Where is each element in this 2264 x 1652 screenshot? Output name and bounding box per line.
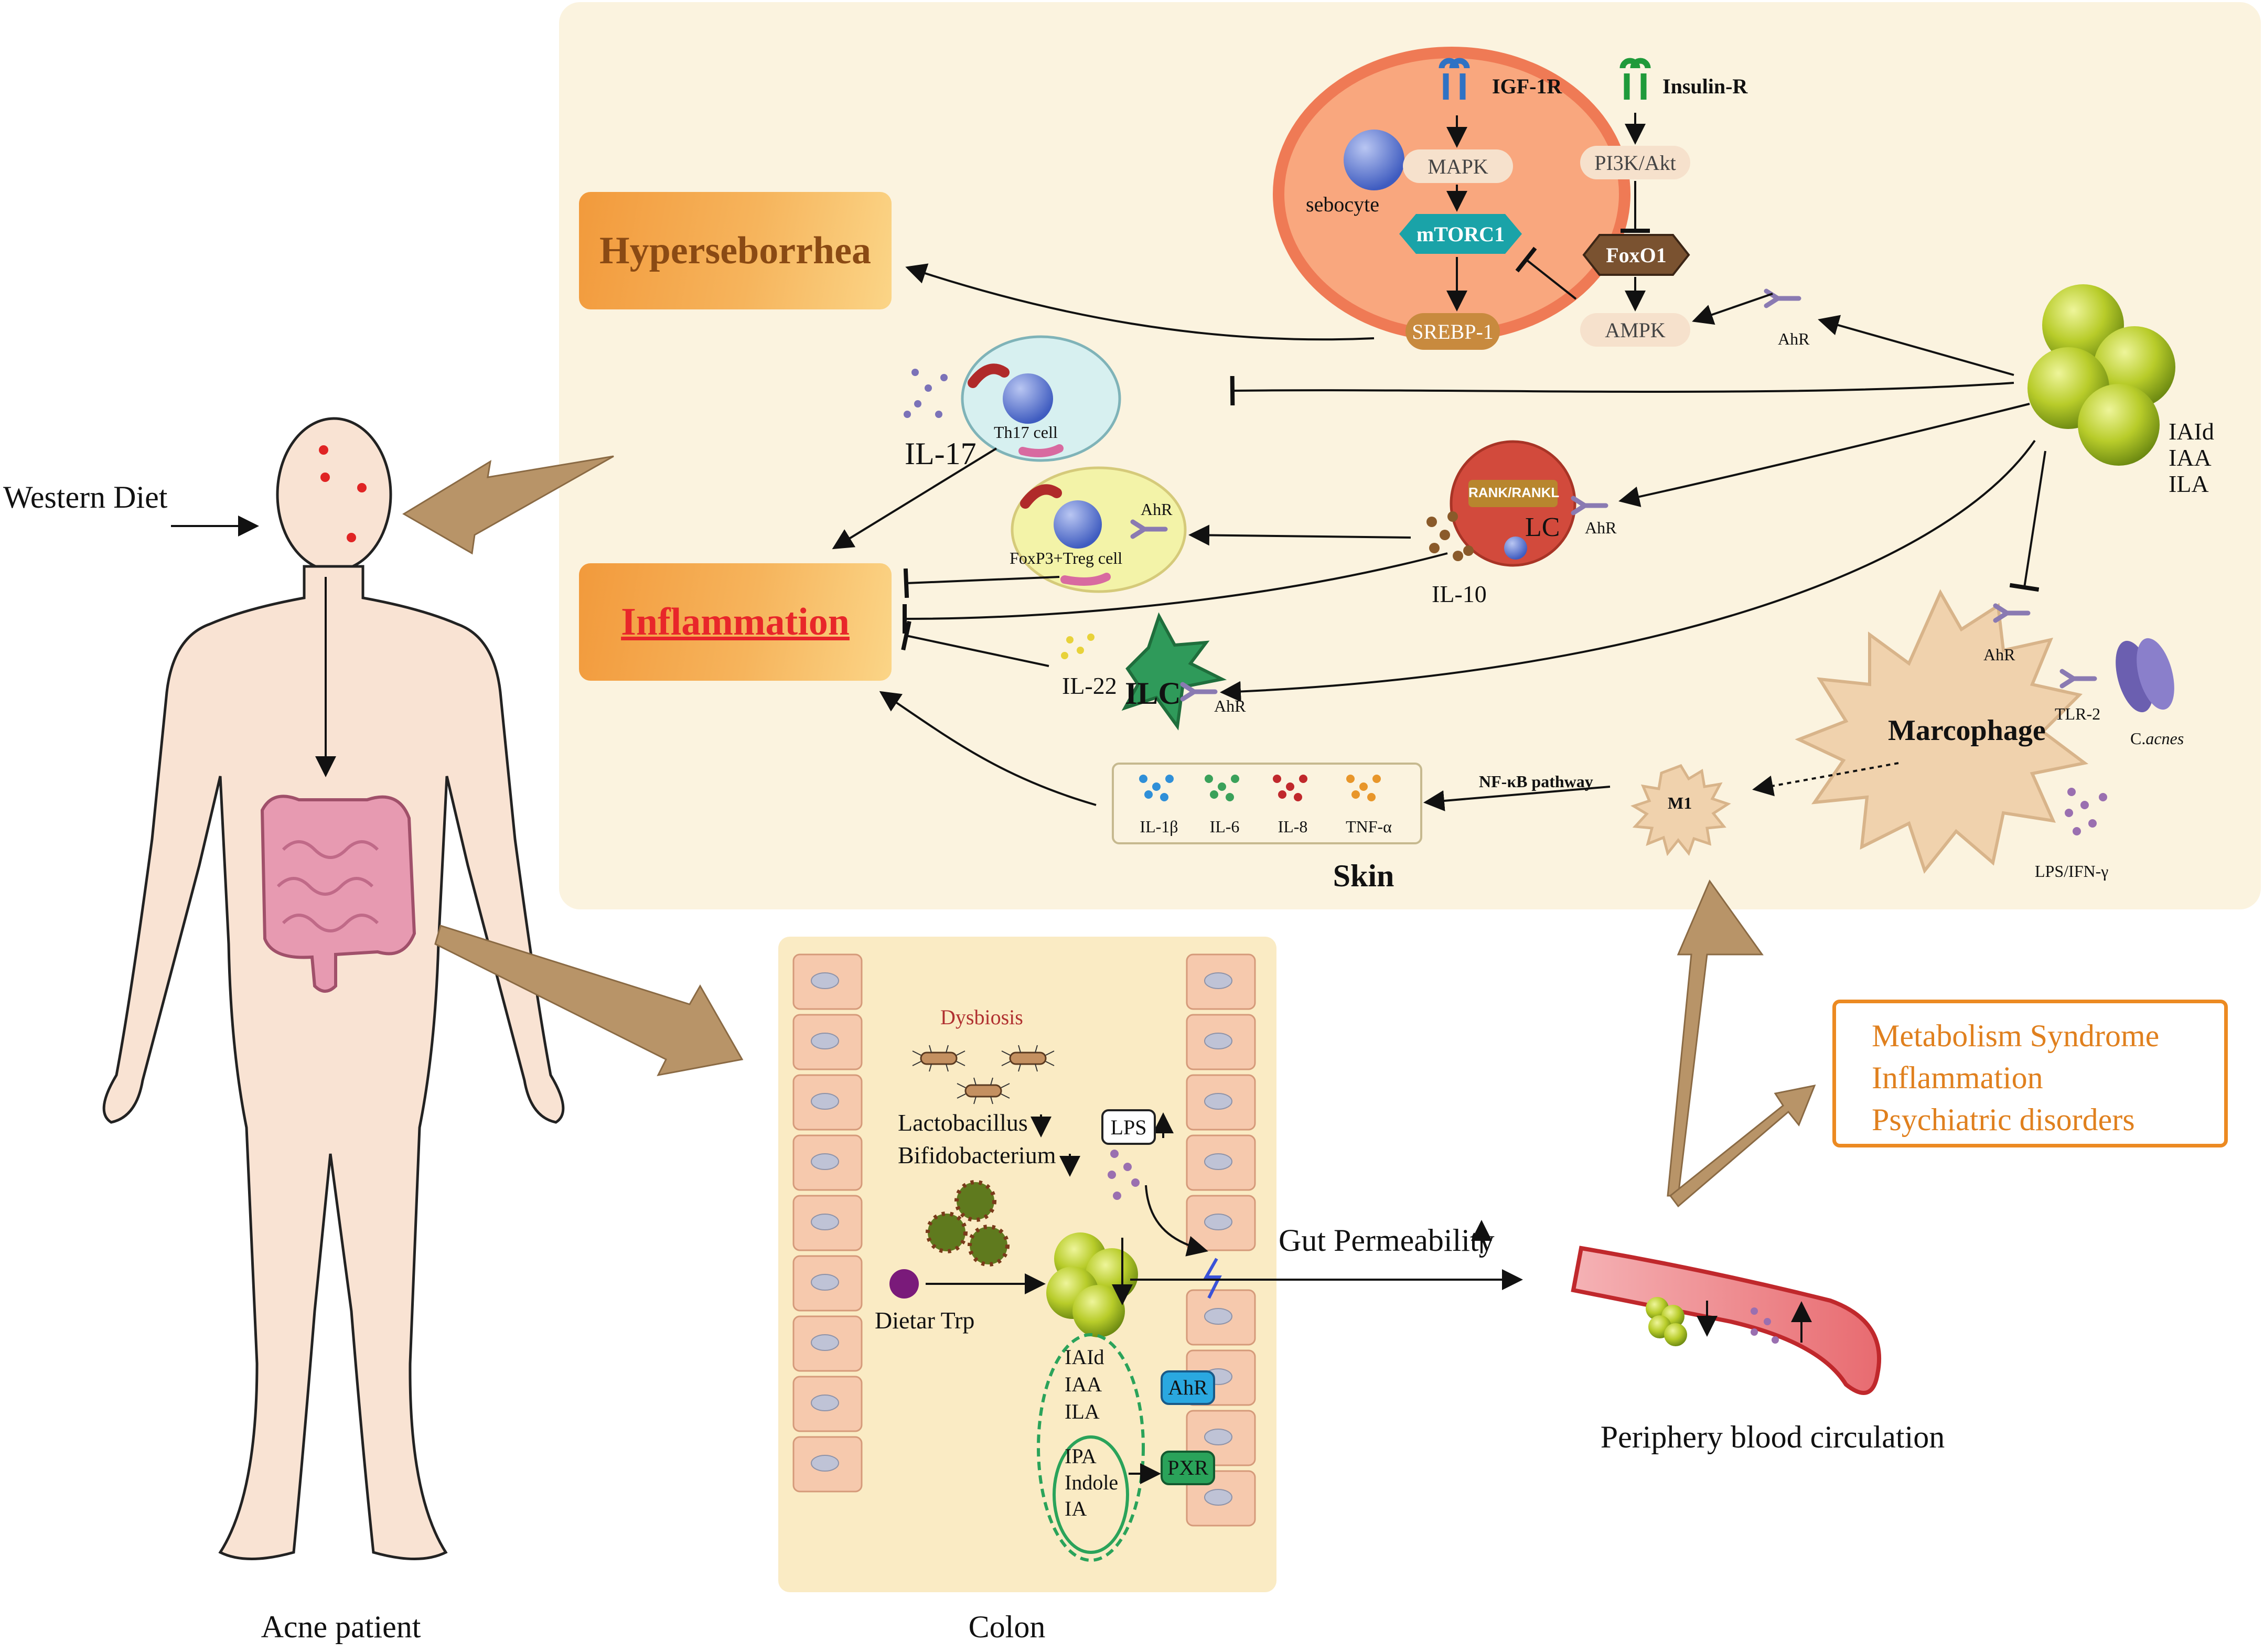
macrophage-ahr-label: AhR — [1983, 645, 2015, 664]
cytokine-box — [1112, 763, 1422, 844]
bifidobacterium-label: Bifidobacterium — [898, 1142, 1056, 1168]
insulin-receptor-icon — [1619, 58, 1651, 100]
blood-vessel-illustration — [1571, 1246, 1882, 1395]
systemic-outcomes-box: Metabolism Syndrome Inflammation Psychia… — [1832, 1000, 2228, 1147]
outcome-inflammation: Inflammation — [1872, 1060, 2043, 1095]
colon-metabolite-ipa: IPA — [1065, 1444, 1097, 1468]
dysbiosis-label: Dysbiosis — [940, 1005, 1023, 1029]
ampk-node — [1580, 313, 1690, 347]
treg-ahr-label: AhR — [1141, 500, 1173, 519]
ilc-ahr-label: AhR — [1214, 696, 1246, 715]
il10-label: IL-10 — [1432, 581, 1487, 607]
il22-label: IL-22 — [1062, 672, 1117, 699]
lc-label: LC — [1525, 512, 1560, 542]
c-acnes-bacteria-icon — [2116, 638, 2174, 713]
western-diet-label: Western Diet — [3, 480, 168, 514]
pi3k-node — [1580, 146, 1690, 179]
cytokine-il1b: IL-1β — [1140, 817, 1178, 836]
srebp-node — [1405, 313, 1500, 350]
colon-ahr-receptor — [1161, 1370, 1215, 1405]
colon-metabolite-ila: ILA — [1065, 1400, 1100, 1423]
colon-metabolite-ia: IA — [1065, 1497, 1087, 1520]
outcome-psychiatric: Psychiatric disorders — [1872, 1102, 2135, 1137]
m1-label: M1 — [1668, 793, 1692, 812]
insulin-r-label: Insulin-R — [1662, 74, 1748, 98]
colon-metabolite-iaa: IAA — [1065, 1372, 1102, 1396]
rank-rankl-label-box — [1468, 480, 1558, 507]
dietary-trp-icon — [889, 1269, 919, 1299]
foxo1-label: FoxO1 — [1606, 243, 1667, 267]
gut-permeability-label: Gut Permeability — [1279, 1223, 1495, 1258]
colon-pxr-label: PXR — [1167, 1456, 1208, 1479]
acne-patient-label: Acne patient — [261, 1610, 421, 1644]
sebocyte-label: sebocyte — [1306, 192, 1379, 216]
lightning-icon — [1203, 1258, 1222, 1299]
colon-epithelium-right — [1186, 953, 1256, 1527]
lps-ifn-label: LPS/IFN-γ — [2035, 862, 2109, 881]
igf1r-receptor-icon — [1439, 58, 1470, 100]
colon-epithelium-left — [792, 953, 863, 1493]
inflammation-box: Inflammation — [579, 563, 892, 681]
cytokine-il6: IL-6 — [1209, 817, 1240, 836]
ampk-label: AMPK — [1605, 318, 1666, 342]
lc-ahr-label: AhR — [1585, 518, 1617, 537]
mapk-label: MAPK — [1428, 154, 1488, 178]
colon-lps-tag: LPS — [1101, 1109, 1156, 1145]
brown-flow-arrows — [402, 455, 1816, 1208]
tryptophan-metabolite-cluster — [2027, 284, 2175, 466]
cytokine-tnfa: TNF-α — [1346, 817, 1392, 836]
spiky-bacteria-cluster — [926, 1180, 1010, 1267]
colon-pxr-receptor — [1161, 1451, 1215, 1485]
sebocyte-ahr-label: AhR — [1778, 329, 1810, 348]
macrophage-label: Marcophage — [1888, 714, 2046, 747]
foxo1-node — [1582, 234, 1690, 276]
treg-label: FoxP3+Treg cell — [1010, 549, 1123, 567]
colon-panel — [778, 937, 1276, 1592]
mapk-node — [1403, 149, 1513, 183]
c-acnes-label: C.acnes — [2130, 729, 2184, 748]
colon-metabolite-indole: Indole — [1065, 1471, 1119, 1494]
hyperseborrhea-box: Hyperseborrhea — [579, 192, 892, 309]
colon-ahr-label: AhR — [1168, 1376, 1208, 1399]
dietary-trp-label: Dietar Trp — [875, 1307, 975, 1334]
metabolite-label-iaid: IAId — [2169, 418, 2214, 445]
srebp1-label: SREBP-1 — [1412, 319, 1494, 344]
outcome-metabolism: Metabolism Syndrome — [1872, 1018, 2160, 1053]
macrophage-cell — [1795, 589, 2089, 874]
blood-circulation-label: Periphery blood circulation — [1600, 1420, 1945, 1454]
skin-label: Skin — [1333, 859, 1394, 893]
tlr2-label: TLR-2 — [2055, 704, 2101, 723]
nfkb-pathway-label: NF-κB pathway — [1479, 772, 1593, 791]
colon-label: Colon — [968, 1610, 1046, 1644]
igf1r-label: IGF-1R — [1492, 74, 1562, 98]
th17-label: Th17 cell — [994, 423, 1058, 442]
metabolite-label-iaa: IAA — [2169, 444, 2212, 471]
metabolite-label-ila: ILA — [2169, 470, 2209, 497]
mtorc1-node — [1399, 214, 1522, 254]
ilc-label: ILC — [1125, 676, 1181, 711]
colon-metabolite-iaid: IAId — [1065, 1345, 1104, 1369]
m1-cell — [1630, 764, 1731, 856]
il17-label: IL-17 — [905, 436, 977, 471]
lactobacillus-label: Lactobacillus — [898, 1109, 1028, 1136]
ilc-cell — [1121, 612, 1227, 731]
cytokine-il8: IL-8 — [1278, 817, 1308, 836]
metabolite-group-solid — [1053, 1435, 1129, 1554]
human-body-figure — [102, 417, 565, 1560]
metabolite-group-dashed — [1037, 1333, 1145, 1562]
rank-rankl-label: RANK/RANKL — [1468, 485, 1560, 500]
acne-spots — [319, 445, 367, 542]
intestine-illustration — [260, 795, 416, 993]
pi3k-akt-label: PI3K/Akt — [1594, 151, 1676, 175]
sebocyte-nucleus — [1344, 130, 1404, 190]
mtorc1-label: mTORC1 — [1416, 222, 1505, 246]
